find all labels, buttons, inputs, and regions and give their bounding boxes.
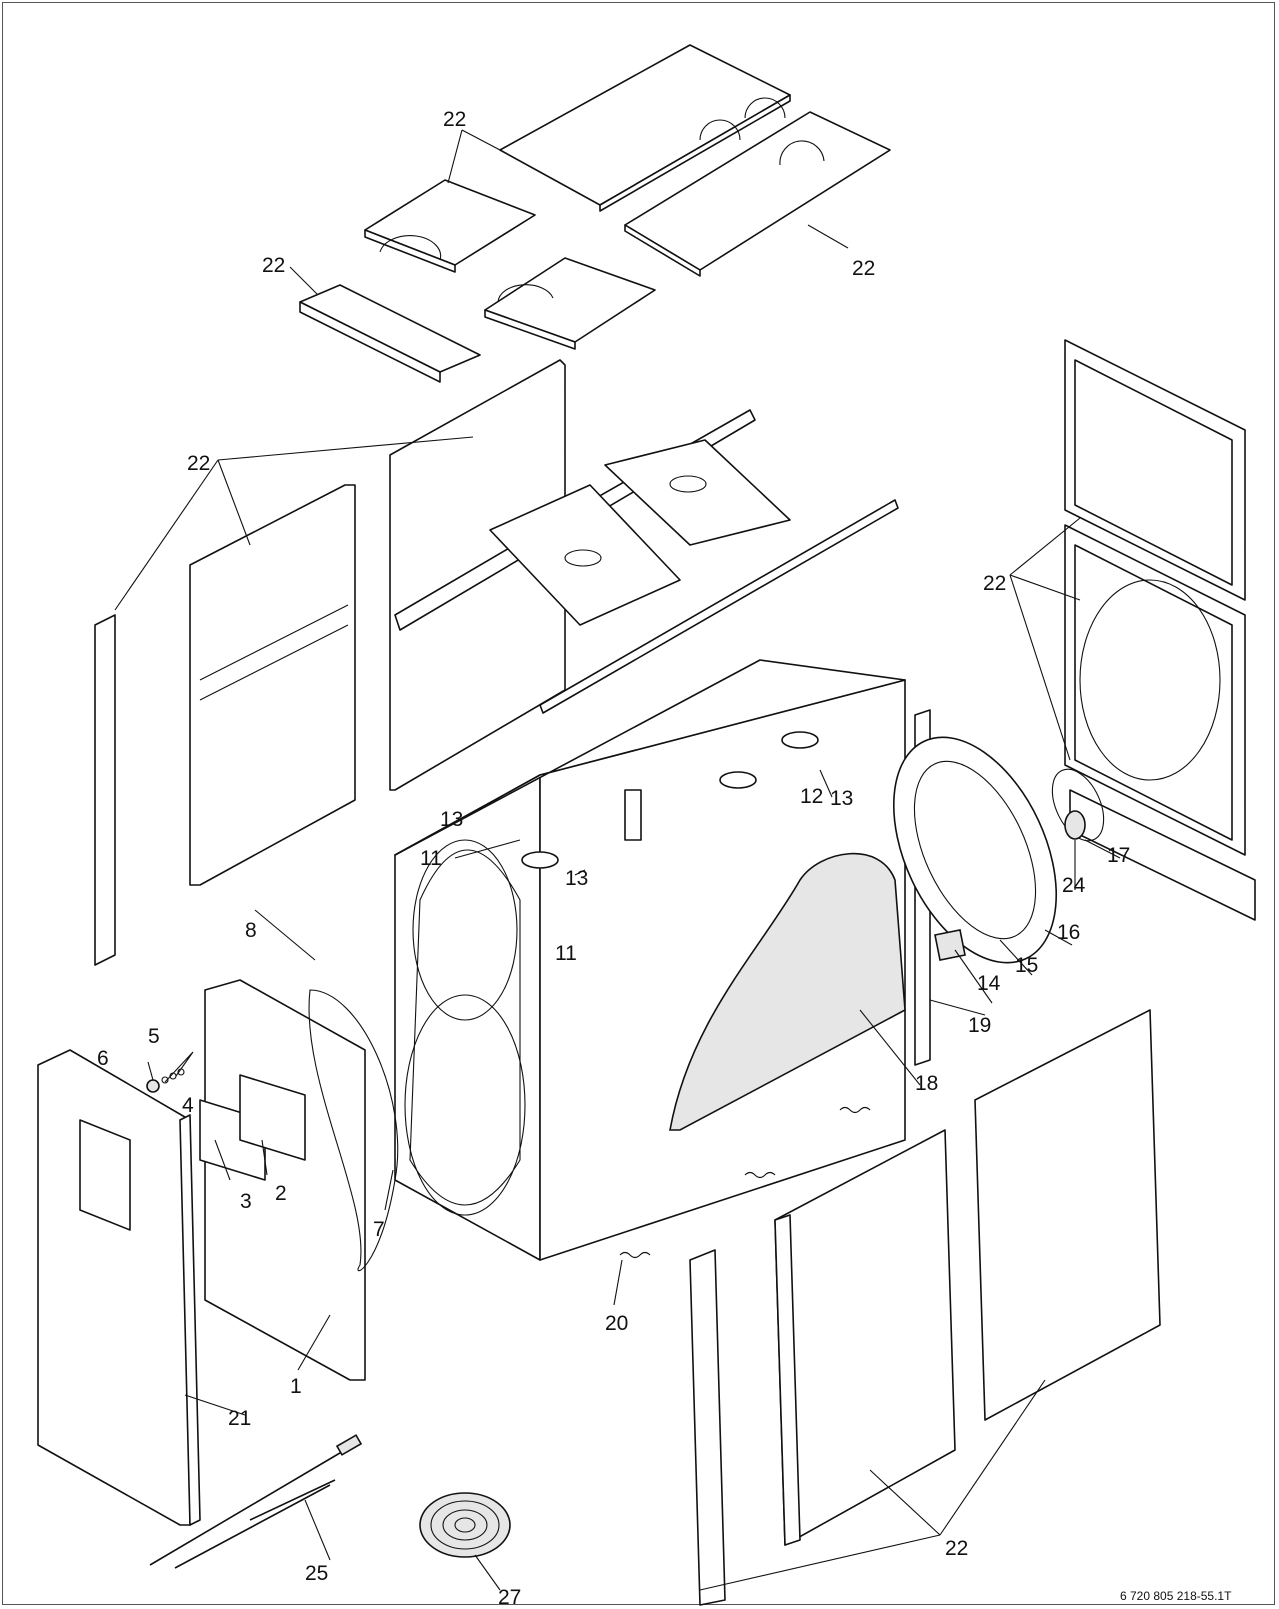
top-cover-panels: [299, 44, 891, 383]
label-22-bottom: 22: [945, 1537, 968, 1560]
label-13-upper-right: 13: [830, 787, 853, 810]
figure-code: 6 720 805 218-55.1T: [1120, 1589, 1232, 1603]
label-2: 2: [275, 1182, 287, 1205]
right-side-panels: [1064, 339, 1256, 921]
label-24: 24: [1062, 874, 1086, 897]
label-6: 6: [97, 1047, 109, 1070]
label-25: 25: [305, 1562, 328, 1585]
label-1: 1: [290, 1375, 302, 1398]
label-14: 14: [977, 972, 1001, 995]
rods-and-coil: [149, 1434, 511, 1569]
label-5: 5: [148, 1025, 160, 1048]
frame-plates: [489, 439, 791, 626]
label-4: 4: [182, 1094, 194, 1117]
label-22-right: 22: [983, 572, 1006, 595]
label-27: 27: [498, 1586, 521, 1609]
label-3: 3: [240, 1190, 252, 1213]
label-22-top-left: 22: [262, 254, 285, 277]
label-16: 16: [1057, 921, 1080, 944]
part-labels: 22 22 22 22 22 13 12 13 11 13 11 17 24 1…: [97, 108, 1232, 1609]
label-19: 19: [968, 1014, 991, 1037]
label-8: 8: [245, 919, 257, 942]
label-22-top-right: 22: [852, 257, 875, 280]
label-12: 12: [800, 785, 823, 808]
label-20: 20: [605, 1312, 628, 1335]
label-21: 21: [228, 1407, 251, 1430]
boiler-body: [394, 659, 931, 1261]
label-13-left: 13: [440, 808, 463, 831]
label-7: 7: [373, 1218, 385, 1241]
label-11-left: 11: [420, 847, 442, 870]
label-18: 18: [915, 1072, 938, 1095]
lower-front-panels: [689, 1009, 1161, 1606]
rear-ring-parts: [892, 736, 1105, 964]
leader-lines: [114, 129, 1121, 1591]
front-door-assembly: [37, 979, 399, 1526]
label-11-center: 11: [555, 942, 577, 965]
label-22-left: 22: [187, 452, 210, 475]
label-15: 15: [1015, 954, 1038, 977]
label-13-center: 13: [565, 867, 588, 890]
springs: [619, 1106, 871, 1259]
label-17: 17: [1107, 844, 1130, 867]
label-22-top: 22: [443, 108, 466, 131]
